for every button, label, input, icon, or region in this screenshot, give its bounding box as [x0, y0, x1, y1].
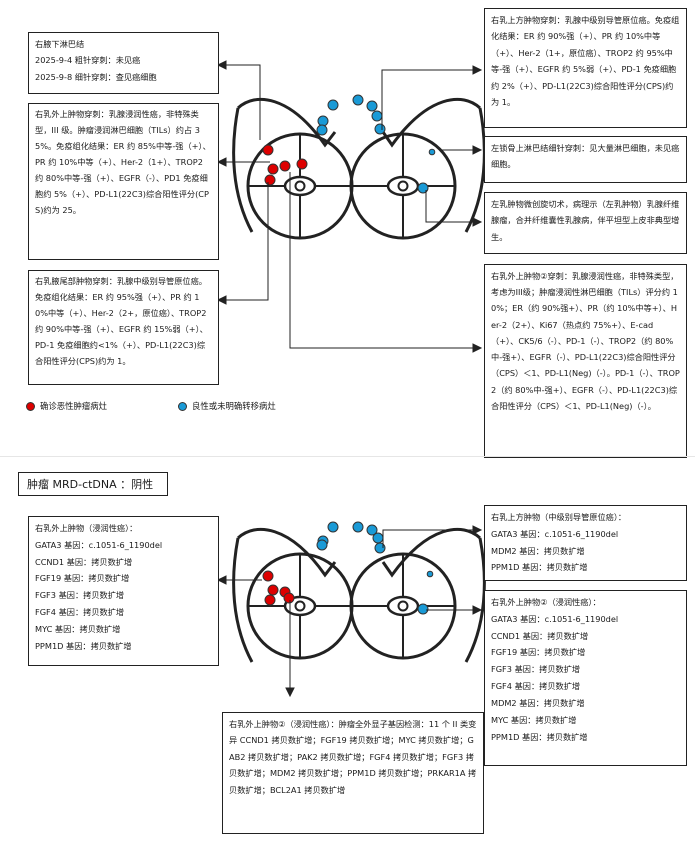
connectors-bottom: [216, 525, 483, 698]
gene-line: FGF4 基因：拷贝数扩增: [491, 681, 581, 692]
legend-label: 良性或未明确转移病灶: [192, 401, 276, 411]
gene-line: MDM2 基因：拷贝数扩增: [491, 545, 585, 556]
legend-benign: 良性或未明确转移病灶: [178, 400, 276, 412]
malignant-lesions-top: [262, 144, 308, 186]
gene-line: FGF3 基因：拷贝数扩增: [35, 590, 125, 601]
box-title: 右乳外上肿物②（浸润性癌）：: [491, 597, 601, 607]
gene-line: FGF4 基因：拷贝数扩增: [35, 607, 125, 618]
right-outer-upper-2-invasive-genes-box: 右乳外上肿物②（浸润性癌）： GATA3 基因：c.1051-6_1190del…: [484, 590, 687, 766]
benign-lesions-top: [316, 94, 436, 194]
right-axillary-tail-biopsy-box: 右乳腋尾部肿物穿刺：乳腺中级别导管原位癌。免疫组化结果：ER 约 95%强（+）…: [28, 270, 219, 385]
gene-line: GATA3 基因：c.1051-6_1190del: [491, 528, 619, 539]
gene-line: GATA3 基因：c.1051-6_1190del: [35, 539, 163, 550]
gene-line: CCND1 基因：拷贝数扩增: [491, 630, 589, 641]
box-text: 右乳上方肿物穿刺：乳腺中级别导管原位癌。免疫组化结果：ER 约 90%强（+）、…: [491, 15, 680, 108]
gene-line: MYC 基因：拷贝数扩增: [491, 714, 577, 725]
box-text: 右乳外上肿物穿刺：乳腺浸润性癌，非特殊类型，III 级。肿瘤浸润淋巴细胞（TIL…: [35, 109, 211, 215]
gene-line: MDM2 基因：拷贝数扩增: [491, 697, 585, 708]
box-text: 右乳腋尾部肿物穿刺：乳腺中级别导管原位癌。免疫组化结果：ER 约 95%强（+）…: [35, 276, 208, 366]
gene-line: GATA3 基因：c.1051-6_1190del: [491, 613, 619, 624]
right-outer-upper-2-biopsy-box: 右乳外上肿物②穿刺：乳腺浸润性癌，非特殊类型，考虑为III级；肿瘤浸润性淋巴细胞…: [484, 264, 687, 458]
left-breast-excision-box: 左乳肿物微创旋切术，病理示（左乳肿物）乳腺纤维腺瘤，合并纤维囊性乳腺病，伴平坦型…: [484, 192, 687, 254]
box-title: 右乳外上肿物（浸润性癌）：: [35, 523, 138, 533]
breast-left-top: [349, 132, 457, 240]
box-title: 右乳上方肿物（中级别导管原位癌）：: [491, 512, 627, 522]
gene-line: FGF19 基因：拷贝数扩增: [491, 647, 586, 658]
box-text: 右乳外上肿物②（浸润性癌）：肿瘤全外显子基因检测：11 个 II 类变异 CCN…: [229, 719, 477, 795]
right-upper-dcis-genes-box: 右乳上方肿物（中级别导管原位癌）： GATA3 基因：c.1051-6_1190…: [484, 505, 687, 581]
box-title: 右腋下淋巴结: [35, 39, 85, 49]
gene-line: MYC 基因：拷贝数扩增: [35, 623, 121, 634]
blue-dot-icon: [178, 401, 187, 411]
right-upper-biopsy-box: 右乳上方肿物穿刺：乳腺中级别导管原位癌。免疫组化结果：ER 约 90%强（+）、…: [484, 8, 687, 128]
axillary-lymph-node-box: 右腋下淋巴结 2025-9-4 粗针穿刺：未见癌 2025-9-8 细针穿刺：查…: [28, 32, 219, 94]
gene-line: FGF3 基因：拷贝数扩增: [491, 664, 581, 675]
box-text: 右乳外上肿物②穿刺：乳腺浸润性癌，非特殊类型，考虑为III级；肿瘤浸润性淋巴细胞…: [491, 271, 680, 411]
section-divider: [0, 456, 695, 457]
breast-right-bottom: [246, 552, 354, 660]
box-line: 2025-9-4 粗针穿刺：未见癌: [35, 55, 141, 66]
body-outline-top: [232, 97, 486, 233]
box-text: 左乳肿物微创旋切术，病理示（左乳肿物）乳腺纤维腺瘤，合并纤维囊性乳腺病，伴平坦型…: [491, 199, 680, 242]
breast-left-bottom: [349, 552, 457, 660]
red-dot-icon: [26, 401, 35, 411]
gene-line: PPM1D 基因：拷贝数扩增: [35, 640, 132, 651]
gene-line: PPM1D 基因：拷贝数扩增: [491, 731, 588, 742]
right-outer-upper-invasive-genes-box: 右乳外上肿物（浸润性癌）： GATA3 基因：c.1051-6_1190del …: [28, 516, 219, 666]
box-line: 2025-9-8 细针穿刺：查见癌细胞: [35, 71, 157, 82]
right-outer-upper-biopsy-box: 右乳外上肿物穿刺：乳腺浸润性癌，非特殊类型，III 级。肿瘤浸润淋巴细胞（TIL…: [28, 103, 219, 260]
gene-line: CCND1 基因：拷贝数扩增: [35, 556, 133, 567]
malignant-lesions-bottom: [262, 570, 295, 606]
mrd-ctdna-result: 肿瘤 MRD-ctDNA ：阴性: [18, 472, 168, 496]
box-text: 左锁骨上淋巴结细针穿刺：见大量淋巴细胞，未见癌细胞。: [491, 143, 680, 170]
supraclavicular-node-box: 左锁骨上淋巴结细针穿刺：见大量淋巴细胞，未见癌细胞。: [484, 136, 687, 183]
whole-exome-sequencing-box: 右乳外上肿物②（浸润性癌）：肿瘤全外显子基因检测：11 个 II 类变异 CCN…: [222, 712, 484, 834]
connectors-top: [216, 60, 483, 353]
legend-malignant: 确诊恶性肿瘤病灶: [26, 400, 107, 412]
legend-label: 确诊恶性肿瘤病灶: [40, 401, 107, 411]
gene-line: FGF19 基因：拷贝数扩增: [35, 573, 130, 584]
gene-line: PPM1D 基因：拷贝数扩增: [491, 562, 588, 573]
